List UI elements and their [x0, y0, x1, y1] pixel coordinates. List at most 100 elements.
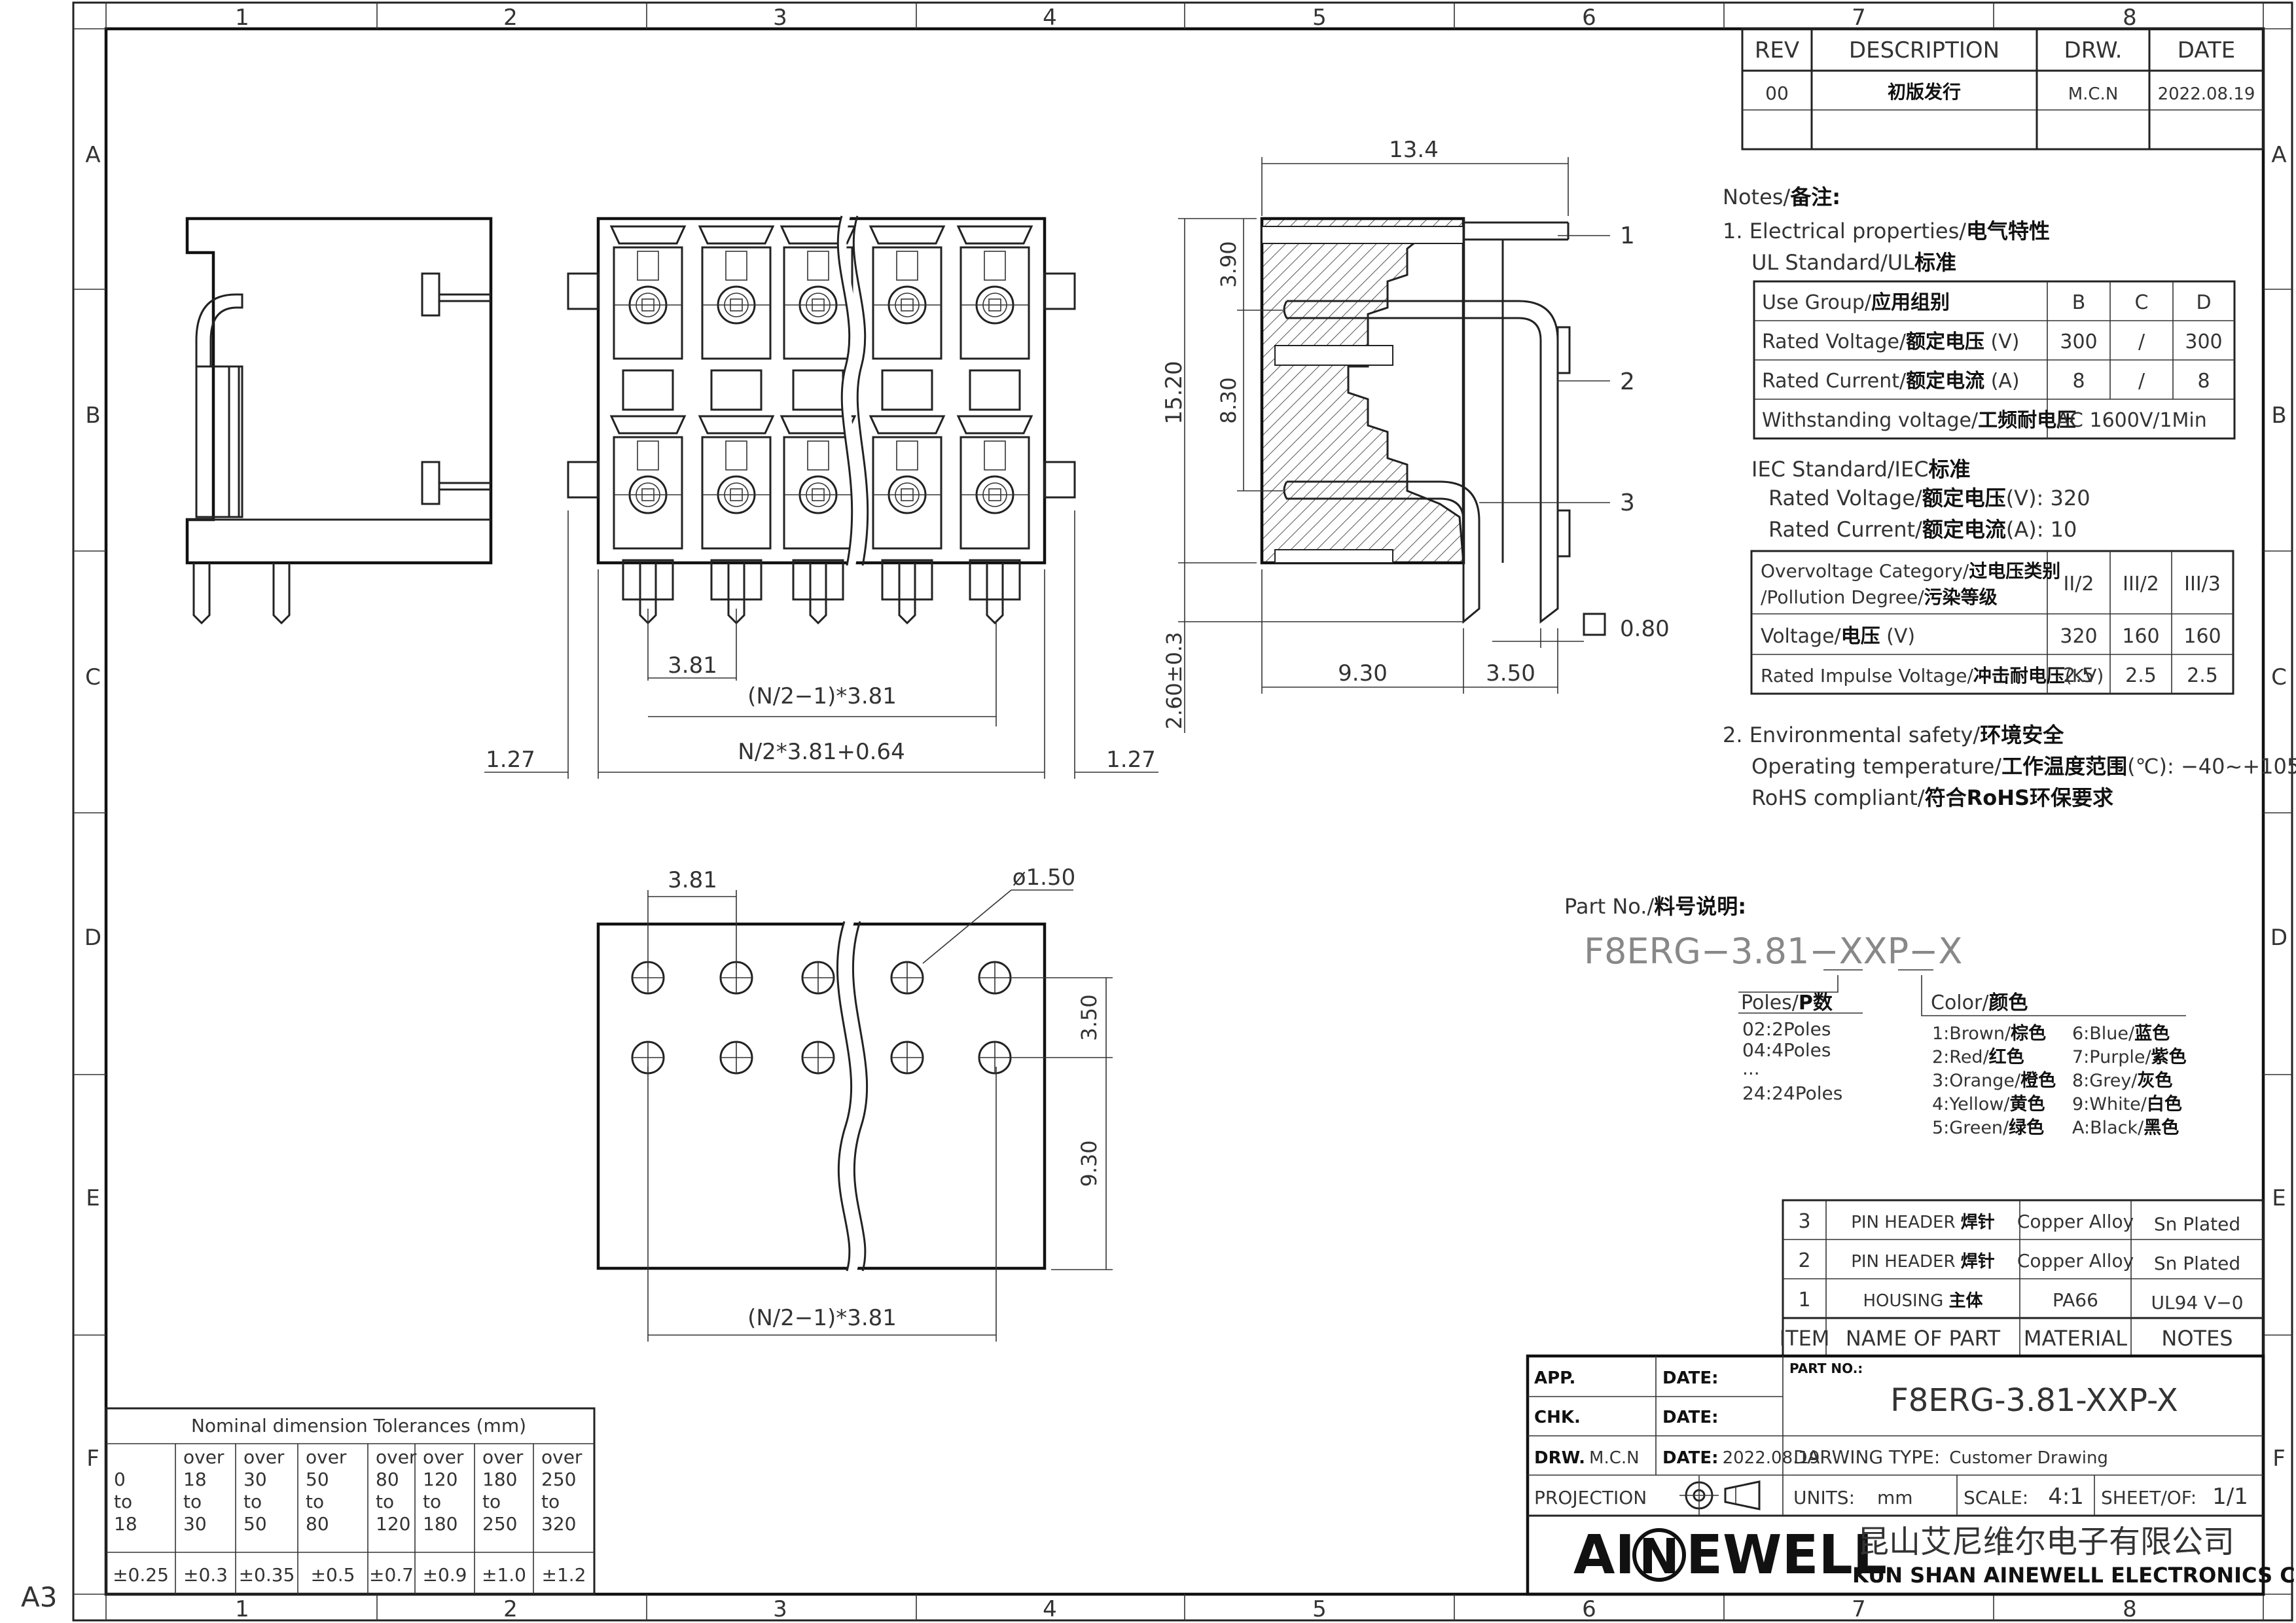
- color-option: 8:Grey/灰色: [2072, 1070, 2172, 1091]
- tolerance-value: ±0.35: [239, 1564, 295, 1586]
- color-option: 1:Brown/棕色: [1932, 1023, 2046, 1044]
- pcb-holes: [631, 961, 1012, 1075]
- company-name-en: KUN SHAN AINEWELL ELECTRONICS CO.,LTD: [1852, 1563, 2296, 1588]
- front-right-edge-dim: 1.27: [1106, 747, 1156, 773]
- pcb-hole-dim: ø1.50: [1013, 865, 1076, 891]
- projection-symbol-icon: [1679, 1476, 1761, 1515]
- pcb-hole: [978, 1041, 1012, 1075]
- pcb-hole: [801, 961, 835, 995]
- tolerance-value: ±0.5: [311, 1564, 355, 1586]
- tolerance-range: over: [306, 1446, 347, 1468]
- part-no-code: F8ERG−3.81−XXP−X: [1584, 931, 1962, 972]
- ul-row-rated-current: Rated Current/额定电流 (A): [1762, 370, 2020, 393]
- pcb-hole: [801, 1041, 835, 1075]
- zone-col-label: 3: [773, 1596, 787, 1622]
- tolerance-table: 0to18±0.25over18to30±0.3over30to50±0.35o…: [105, 1407, 596, 1596]
- tolerance-range: over: [376, 1446, 417, 1468]
- zone-row-label: A: [85, 142, 100, 168]
- front-pitch-dim: 3.81: [668, 652, 717, 679]
- iec-row-impulse: Rated Impulse Voltage/冲击耐电压(KV): [1761, 665, 2104, 687]
- tolerance-range: 180: [423, 1513, 457, 1535]
- zone-col-label: 6: [1582, 5, 1596, 31]
- zone-col-label: 5: [1312, 1596, 1327, 1622]
- contact-cell: [869, 225, 946, 411]
- contact-cell: [698, 415, 775, 601]
- colors-list: 1:Brown/棕色2:Red/红色3:Orange/橙色4:Yellow/黄色…: [1932, 1023, 2187, 1138]
- company-name-cn: 昆山艾尼维尔电子有限公司: [1857, 1524, 2234, 1560]
- units: UNITS:mm: [1793, 1487, 1913, 1508]
- poles-item: 24:24Poles: [1742, 1082, 1842, 1104]
- pcb-layout-view: 3.81 ø1.50 3.50 9.30 (N/2−1)*3.81: [596, 865, 1113, 1342]
- zone-col-label: 4: [1043, 5, 1057, 31]
- contact-cell: [698, 225, 775, 411]
- scale: SCALE:4:1: [1964, 1484, 2084, 1510]
- bom-notes: UL94 V−0: [2151, 1292, 2243, 1313]
- tolerance-range: to: [482, 1491, 501, 1512]
- iec-cell: 160: [2183, 625, 2221, 648]
- drw-label: DRW.M.C.N: [1534, 1448, 1640, 1468]
- part-number-breakdown: Part No./料号说明: F8ERG−3.81−XXP−X Poles/P数…: [1564, 894, 2187, 1138]
- chk-label: CHK.: [1534, 1408, 1581, 1427]
- chk-date-label: DATE:: [1662, 1408, 1719, 1427]
- drawing-type: DARWING TYPE:Customer Drawing: [1793, 1446, 2108, 1468]
- tolerance-range: to: [376, 1491, 394, 1512]
- date-value: 2022.08.19: [2158, 84, 2255, 104]
- iec-col: III/3: [2184, 573, 2221, 596]
- pcb-hole: [890, 961, 924, 995]
- bom-header-name: NAME OF PART: [1846, 1326, 2001, 1351]
- side-section-view: 1 2 3 13.4 15.20 3.90 8.30 2.60±0.3 9.30…: [1161, 137, 1670, 733]
- tolerance-range: to: [423, 1491, 441, 1512]
- app-label: APP.: [1534, 1368, 1575, 1388]
- ul-cell: B: [2072, 291, 2086, 314]
- poles-item: ...: [1742, 1058, 1760, 1079]
- company-logo: AI N EWELL: [1573, 1524, 1887, 1586]
- ul-cell: 300: [2185, 330, 2222, 353]
- color-option: 5:Green/绿色: [1932, 1117, 2044, 1138]
- zone-row-label: D: [84, 925, 101, 951]
- side-top-dim: 13.4: [1389, 137, 1439, 163]
- logo-text-n: N: [1639, 1529, 1679, 1585]
- note-ul-standard: UL Standard/UL标准: [1751, 250, 1956, 275]
- tolerance-range: 80: [306, 1513, 329, 1535]
- iec-cell: 2.5: [2187, 664, 2218, 687]
- zone-col-label: 7: [1852, 1596, 1866, 1622]
- front-span-dim: (N/2−1)*3.81: [747, 683, 897, 709]
- tolerance-range: 0: [114, 1469, 126, 1490]
- poles-label: Poles/P数: [1741, 991, 1833, 1014]
- bom-part-name: PIN HEADER 焊针: [1851, 1213, 1995, 1232]
- title-block: APP. DATE: CHK. DATE: DRW.M.C.N DATE:202…: [1526, 1354, 2296, 1596]
- tolerance-range: 120: [376, 1513, 410, 1535]
- ul-table: Use Group/应用组别 B C D Rated Voltage/额定电压 …: [1753, 280, 2236, 440]
- color-option: 9:White/白色: [2072, 1094, 2182, 1115]
- zone-row-label: F: [86, 1446, 99, 1472]
- tolerance-range: to: [243, 1491, 262, 1512]
- note-rohs: RoHS compliant/符合RoHS环保要求: [1751, 785, 2113, 810]
- callout-1: 1: [1620, 223, 1635, 249]
- tolerance-range: 120: [423, 1469, 457, 1490]
- color-option: 2:Red/红色: [1932, 1046, 2024, 1067]
- zone-row-label: B: [85, 402, 100, 429]
- color-option: 3:Orange/橙色: [1932, 1070, 2056, 1091]
- bom-item: 3: [1798, 1210, 1810, 1233]
- iec-row-voltage: Voltage/电压 (V): [1761, 625, 1915, 648]
- side-d1-dim: 3.90: [1216, 241, 1241, 287]
- tolerance-title: Nominal dimension Tolerances (mm): [191, 1415, 526, 1436]
- zone-col-label: 7: [1852, 5, 1866, 31]
- tolerance-range: 30: [243, 1469, 267, 1490]
- pin-square-dim: 0.80: [1620, 616, 1670, 642]
- color-option: 7:Purple/紫色: [2072, 1046, 2187, 1067]
- tolerance-range: over: [183, 1446, 224, 1468]
- front-left-edge-dim: 1.27: [486, 747, 535, 773]
- tolerance-value: ±0.3: [183, 1564, 228, 1586]
- contact-cell: [780, 415, 857, 601]
- contact-cell: [956, 415, 1033, 601]
- rev-header: REV: [1755, 37, 1799, 63]
- contact-cell: [609, 415, 687, 601]
- zone-col-label: 2: [503, 1596, 518, 1622]
- notes-section: Notes/备注: 1. Electrical properties/电气特性 …: [1723, 185, 2296, 810]
- pcb-edge-dim: 9.30: [1077, 1140, 1102, 1186]
- solder-pin: [986, 563, 1004, 625]
